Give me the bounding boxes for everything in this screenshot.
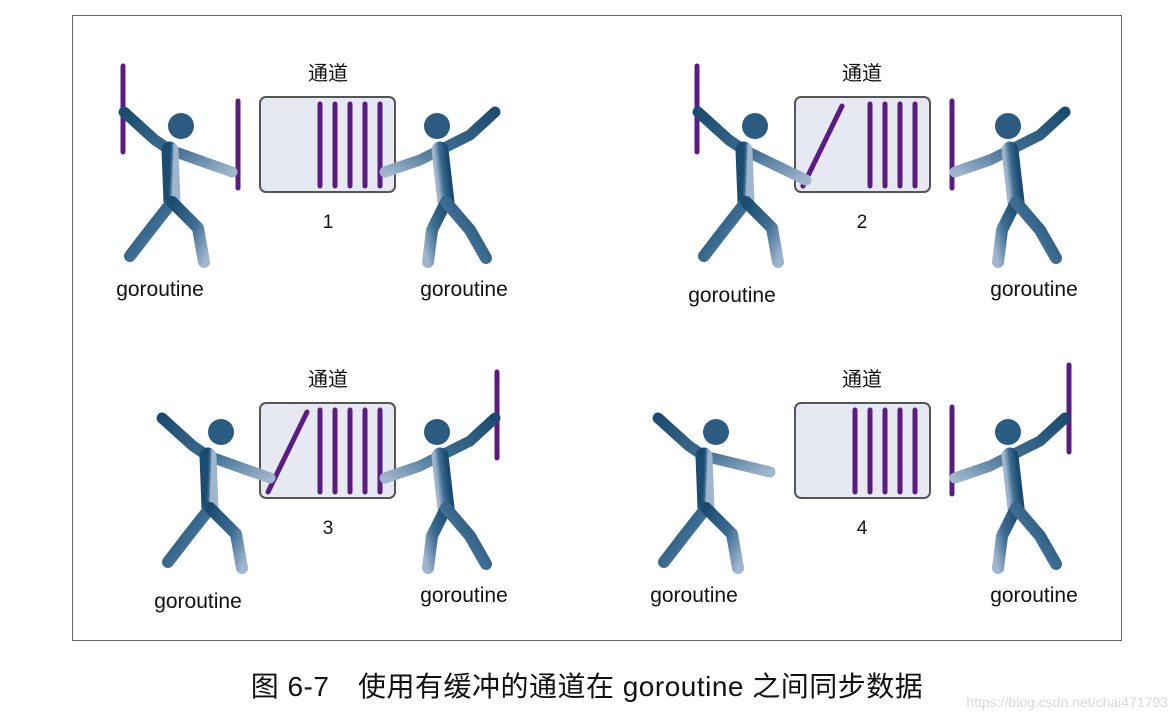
channel-label: 通道 bbox=[308, 367, 348, 391]
left-goroutine-label: goroutine bbox=[650, 584, 738, 607]
channel-box bbox=[259, 96, 396, 193]
right-goroutine-label: goroutine bbox=[420, 584, 508, 607]
channel-box bbox=[259, 402, 396, 499]
left-goroutine-figure bbox=[156, 412, 276, 574]
left-goroutine-figure bbox=[118, 63, 241, 268]
buffered-values bbox=[852, 407, 918, 495]
right-goroutine-label: goroutine bbox=[420, 278, 508, 301]
channel-box bbox=[794, 96, 931, 193]
channel-label: 通道 bbox=[308, 61, 348, 85]
panel-1: 通道 goroutine goroutine 1 bbox=[116, 61, 508, 301]
panel-number: 1 bbox=[323, 212, 334, 233]
left-goroutine-label: goroutine bbox=[116, 278, 204, 301]
panel-2: 通道 goroutine goroutine 2 bbox=[688, 61, 1078, 307]
right-goroutine-label: goroutine bbox=[990, 584, 1078, 607]
panel-number: 2 bbox=[857, 212, 868, 233]
panel-3: 通道 goroutine goroutine 3 bbox=[154, 367, 508, 613]
buffered-values bbox=[800, 101, 918, 189]
buffered-channel-diagram: 通道 goroutine goroutine 1 bbox=[116, 61, 1078, 613]
right-goroutine-figure bbox=[379, 106, 501, 268]
right-goroutine-figure bbox=[949, 98, 1071, 268]
watermark: https://blog.csdn.net/chai471793 bbox=[966, 694, 1168, 710]
channel-label: 通道 bbox=[842, 61, 882, 85]
right-goroutine-figure bbox=[379, 369, 501, 574]
panel-number: 4 bbox=[857, 518, 868, 539]
channel-label: 通道 bbox=[842, 367, 882, 391]
figure-frame bbox=[72, 15, 1122, 641]
left-goroutine-label: goroutine bbox=[154, 590, 242, 613]
left-goroutine-figure bbox=[652, 412, 776, 574]
figure-caption: 图 6-7 使用有缓冲的通道在 goroutine 之间同步数据 bbox=[250, 671, 924, 702]
right-goroutine-figure bbox=[949, 362, 1072, 574]
left-goroutine-label: goroutine bbox=[688, 284, 776, 307]
left-goroutine-figure bbox=[692, 63, 812, 268]
panel-4: 通道 goroutine goroutine 4 bbox=[650, 362, 1078, 607]
right-goroutine-label: goroutine bbox=[990, 278, 1078, 301]
panel-number: 3 bbox=[323, 518, 334, 539]
channel-box bbox=[794, 402, 931, 499]
